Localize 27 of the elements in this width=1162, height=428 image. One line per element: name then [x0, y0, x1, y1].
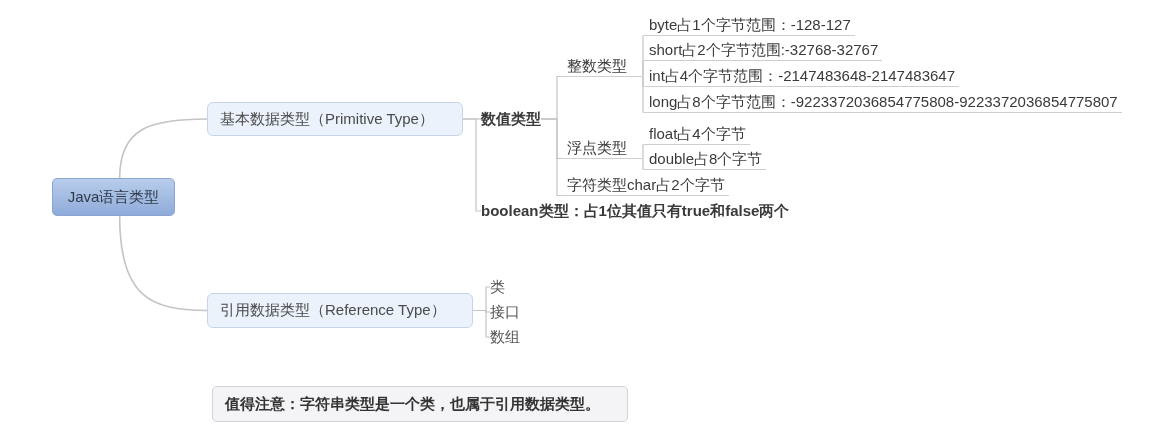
connector-line [462, 118, 482, 212]
underlined-label: int占4个字节范围：-2147483648-2147483647 [643, 67, 960, 87]
leaf-label: 数组 [490, 328, 520, 346]
underlined-label: 整数类型 [561, 57, 643, 77]
underlined-label: short占2个字节范围:-32768-32767 [643, 41, 883, 61]
topic-box: 基本数据类型（Primitive Type） [207, 102, 463, 136]
leaf-label: 类 [490, 278, 505, 296]
underlined-label: 浮点类型 [561, 139, 643, 159]
branch-label: 数值类型 [481, 109, 541, 129]
connector-line [642, 59, 644, 78]
connector-line [642, 157, 644, 171]
underlined-label: 字符类型char占2个字节 [561, 176, 729, 196]
root-topic-box: Java语言类型 [52, 178, 175, 216]
curved-connector [118, 118, 208, 179]
underlined-label: double占8个字节 [643, 150, 767, 170]
connector-line [472, 309, 491, 338]
connector-line [642, 143, 644, 160]
connector-line [540, 118, 562, 197]
topic-box: 引用数据类型（Reference Type） [207, 293, 473, 328]
leaf-label: 接口 [490, 303, 520, 321]
underlined-label: float占4个字节 [643, 125, 750, 145]
underlined-label: byte占1个字节范围：-128-127 [643, 16, 855, 36]
curved-connector [118, 215, 208, 312]
connector-line [642, 75, 644, 114]
note-box: 值得注意：字符串类型是一个类，也属于引用数据类型。 [212, 386, 628, 422]
branch-label: boolean类型：占1位其值只有true和false两个 [481, 201, 790, 221]
underlined-label: long占8个字节范围：-9223372036854775808-9223372036854775807 [643, 93, 1122, 113]
